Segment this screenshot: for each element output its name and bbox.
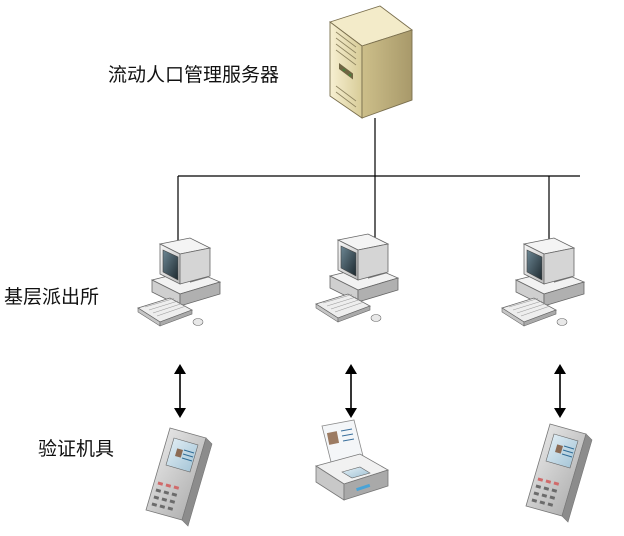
server-label: 流动人口管理服务器: [108, 64, 280, 86]
double-arrow-2: [345, 364, 357, 418]
handheld-id-reader-icon-2: [525, 423, 593, 523]
server-tower-icon: [329, 5, 413, 119]
device-label: 验证机具: [38, 438, 115, 460]
station-label: 基层派出所: [4, 286, 100, 308]
station-computer-3: [501, 237, 585, 327]
handheld-id-reader-icon-1: [145, 427, 213, 527]
link-arrows: [174, 364, 566, 418]
network-lines: [177, 118, 580, 248]
station-computer-1: [137, 237, 221, 327]
station-computer-2: [315, 233, 399, 323]
double-arrow-1: [174, 364, 186, 418]
double-arrow-3: [554, 364, 566, 418]
desktop-card-reader-icon: [315, 419, 389, 501]
